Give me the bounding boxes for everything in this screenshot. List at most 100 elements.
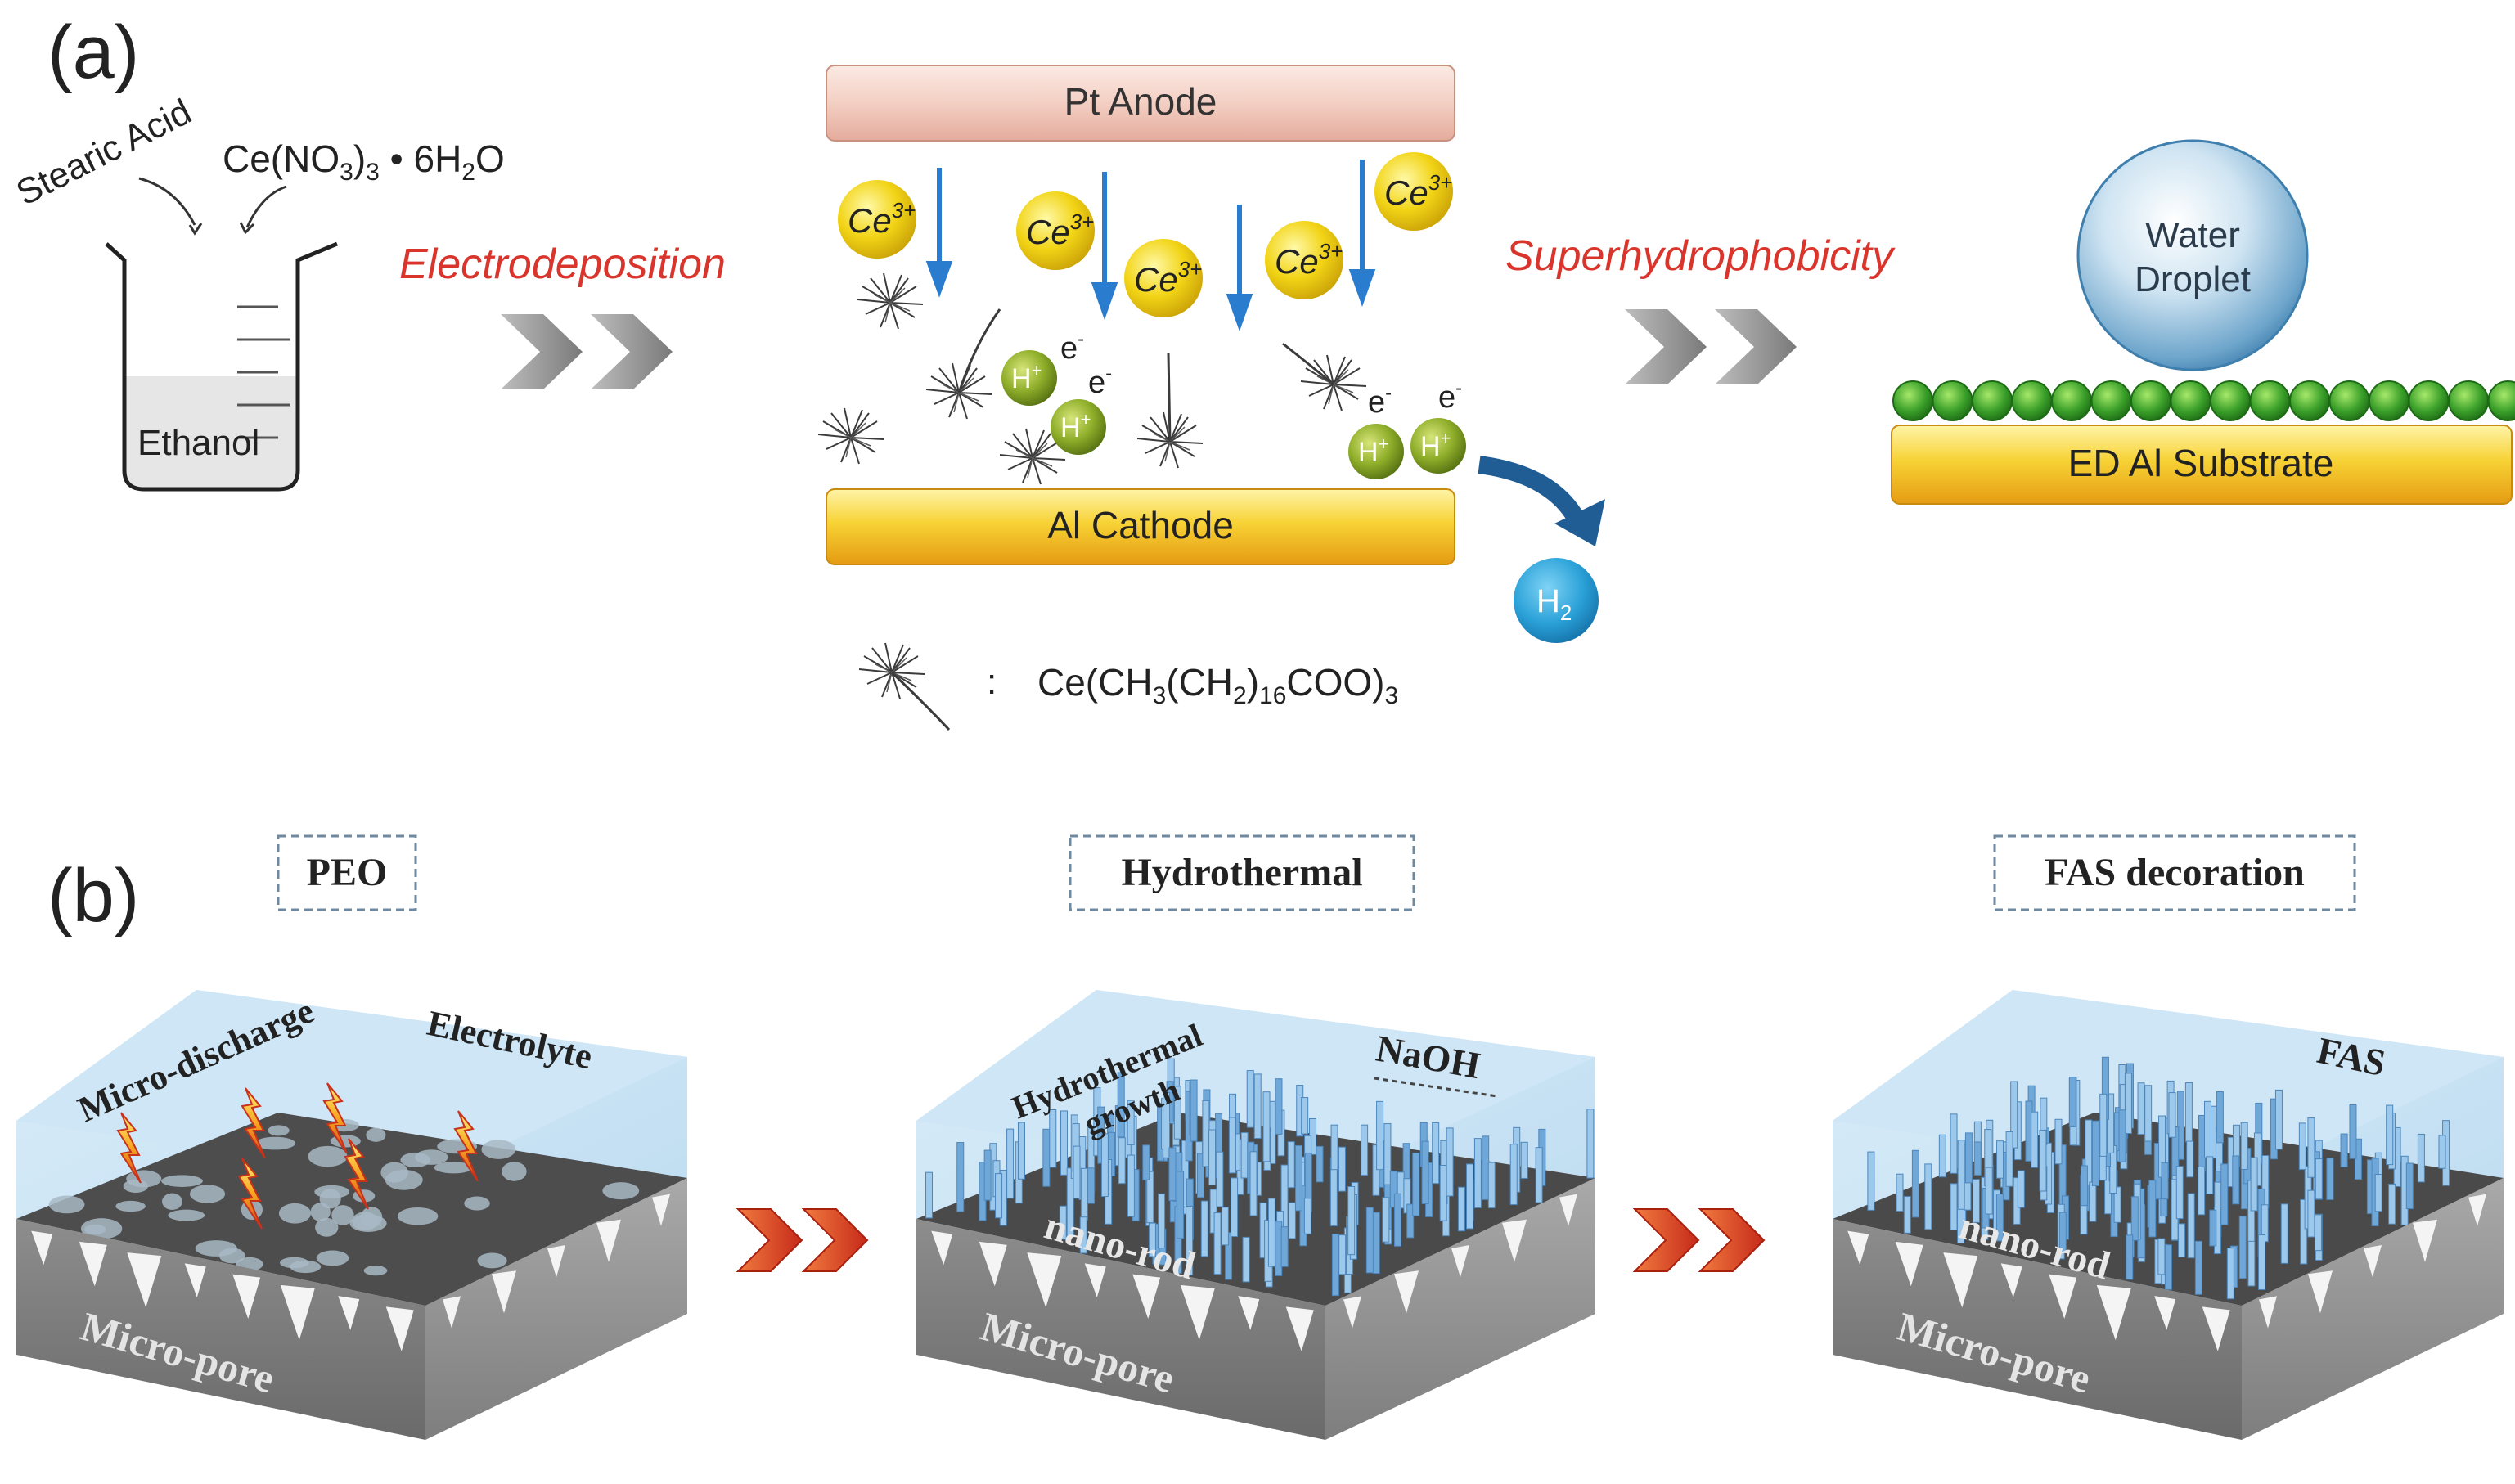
nano-rod-shape <box>1465 1163 1473 1230</box>
nano-rod-shape <box>1995 1194 2004 1242</box>
legend-molecule-icon <box>858 642 951 731</box>
nano-rod-shape <box>1938 1134 1946 1178</box>
coating-particle <box>2011 380 2053 421</box>
stearic-acid-arrow <box>138 177 196 226</box>
nano-rod-shape <box>2144 1085 2153 1142</box>
h-ion-label: H+ <box>1420 428 1451 462</box>
nano-rod-shape <box>1950 1113 1958 1174</box>
nano-rod-shape <box>1382 1197 1390 1243</box>
coating-particle <box>1892 380 1933 421</box>
coating-particle <box>2210 380 2251 421</box>
cerium-stearate-molecule-icon <box>817 272 1367 485</box>
nano-rod-shape <box>1316 1145 1324 1183</box>
micro-pore-shape <box>652 1194 670 1226</box>
surface-hole <box>415 1149 448 1165</box>
nano-rod-shape <box>2209 1209 2217 1247</box>
nano-rod-shape <box>2124 1073 2132 1134</box>
nano-rod-shape <box>1262 1091 1271 1162</box>
nano-rod-shape <box>1365 1207 1374 1274</box>
nano-rod-shape <box>1158 1193 1166 1249</box>
surface-hole <box>254 1136 295 1150</box>
nano-rod-shape <box>2148 1180 2157 1238</box>
surface-hole <box>162 1193 182 1210</box>
nano-rod-shape <box>1372 1144 1380 1196</box>
nano-rod-shape <box>1253 1073 1262 1140</box>
hydrothermal-block <box>916 990 1595 1440</box>
nano-rod-shape <box>1338 1234 1347 1275</box>
nano-rod-shape <box>1482 1135 1490 1200</box>
micro-pore-shape <box>1394 1270 1419 1314</box>
nano-rod-shape <box>1127 1154 1135 1217</box>
nano-rod-shape <box>1079 1216 1087 1254</box>
nano-rod-shape <box>1288 1202 1296 1239</box>
nano-rod-shape <box>1200 1200 1208 1257</box>
micro-pore-shape <box>1238 1296 1260 1330</box>
nano-rod-shape <box>2198 1166 2206 1216</box>
micro-pore-shape <box>2259 1296 2277 1329</box>
water-droplet-label-line2: Droplet <box>2135 259 2251 299</box>
nano-rod-shape <box>2010 1081 2018 1149</box>
nano-rod-shape <box>1393 1193 1401 1247</box>
micro-pore-shape <box>443 1296 461 1329</box>
coating-particle <box>2170 380 2211 421</box>
nano-rod-shape <box>1142 1144 1150 1180</box>
micro-pore-shape <box>1502 1219 1527 1262</box>
nano-rod-shape <box>2080 1165 2088 1207</box>
nano-rod-shape <box>1867 1151 1875 1211</box>
surface-hole <box>314 1185 350 1198</box>
micro-pore-shape <box>280 1284 315 1341</box>
chevron-grey-icon <box>501 314 583 389</box>
micro-pore-shape <box>2202 1306 2230 1351</box>
micro-pore-shape <box>1343 1296 1361 1329</box>
legend-formula: Ce(CH3(CH2)16COO)3 <box>1037 661 1398 709</box>
electrodeposition-label: Electrodeposition <box>399 241 726 288</box>
h2-evolution-arrow <box>1478 456 1587 528</box>
nano-rod-shape <box>983 1149 992 1201</box>
al-cathode-label: Al Cathode <box>1047 504 1234 546</box>
nano-rod-shape <box>1100 1133 1109 1198</box>
nano-rod-shape <box>1242 1236 1250 1283</box>
nano-rod-shape <box>2280 1203 2288 1264</box>
nano-rod-shape <box>1535 1147 1543 1203</box>
chevron-grey-icon <box>1715 309 1797 384</box>
water-droplet-icon <box>2076 139 2309 371</box>
surface-hole <box>123 1179 149 1194</box>
coating-particle <box>2289 380 2330 421</box>
nano-rod-shape <box>1213 1212 1222 1275</box>
nano-rod-shape <box>2307 1189 2315 1238</box>
peo-step-box <box>277 834 417 911</box>
ed-al-substrate-plate <box>1891 425 2513 505</box>
stearic-acid-label: Stearic Acid <box>10 92 197 214</box>
nano-rod-shape <box>1347 1185 1356 1256</box>
nano-rod-shape <box>2354 1138 2362 1180</box>
surface-hole <box>279 1257 309 1269</box>
surface-hole <box>189 1185 226 1203</box>
nano-rod-shape <box>2315 1158 2323 1199</box>
nano-rod-shape <box>1168 1147 1177 1202</box>
micro-pore-shape <box>1847 1230 1869 1266</box>
micro-pore-shape <box>2154 1296 2176 1330</box>
micro-pore-shape <box>596 1219 621 1262</box>
nano-rod-shape <box>995 1173 1003 1219</box>
coating-particle <box>2328 380 2370 421</box>
ce-ion-label: Ce3+ <box>1275 239 1343 281</box>
surface-hole <box>366 1127 386 1142</box>
surface-hole <box>315 1217 339 1237</box>
water-droplet-label-line1: Water <box>2145 215 2240 255</box>
chevron-red-icon <box>1634 1208 1699 1272</box>
nano-rod-shape <box>2091 1120 2099 1186</box>
nano-rod-shape <box>1446 1127 1454 1197</box>
al-cathode-plate <box>826 488 1455 565</box>
surface-hole <box>360 1207 383 1228</box>
nano-rod-shape <box>1017 1122 1025 1180</box>
micro-pore-shape <box>2468 1194 2486 1226</box>
micro-pore-shape <box>1084 1263 1106 1297</box>
nano-rod-shape <box>1911 1149 1919 1218</box>
nano-rod-shape <box>2130 1196 2139 1241</box>
nano-rod-shape <box>1509 1144 1518 1206</box>
nano-rod-shape <box>2085 1119 2093 1185</box>
nano-rod-shape <box>1228 1117 1236 1174</box>
electron-label: e- <box>1060 328 1084 366</box>
nano-rod-shape <box>2107 1093 2115 1153</box>
nano-rod-shape <box>2118 1109 2126 1162</box>
